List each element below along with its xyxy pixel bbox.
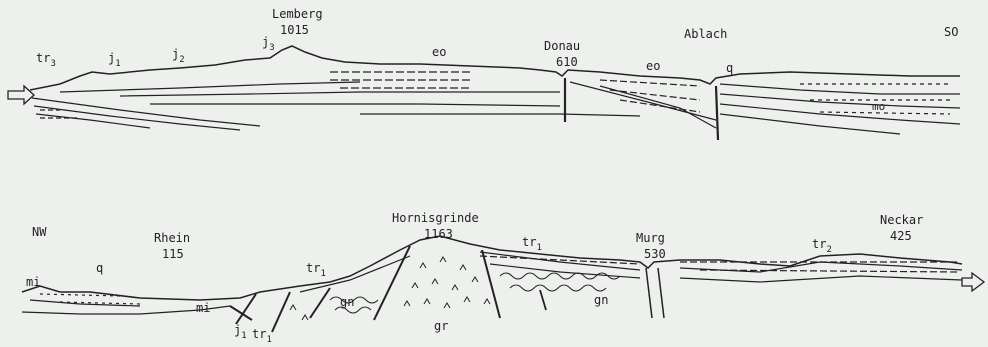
label-donau-elevation: 610 <box>556 55 578 69</box>
upper-labels: tr3 j1 j2 j3 Lemberg 1015 eo Donau 610 e… <box>36 7 958 113</box>
label-j3-upper: j3 <box>262 35 275 53</box>
label-murg-elevation: 530 <box>644 247 666 261</box>
label-tr1-b: tr1 <box>252 327 272 345</box>
label-tr3: tr3 <box>36 51 56 69</box>
upper-surface-line <box>30 46 960 90</box>
label-murg: Murg <box>636 231 665 245</box>
murg-valley-fault-left <box>646 268 652 318</box>
label-tr2: tr2 <box>812 237 832 255</box>
label-eo-left: eo <box>432 45 446 59</box>
label-j1-lower: j1 <box>234 323 247 341</box>
murg-valley-fault-right <box>658 268 664 318</box>
ablach-fault <box>716 86 718 140</box>
label-neckar-elevation: 425 <box>890 229 912 243</box>
label-mi-left: mi <box>26 275 40 289</box>
label-gn-right: gn <box>594 293 608 307</box>
label-eo-right: eo <box>646 59 660 73</box>
label-rhein: Rhein <box>154 231 190 245</box>
arrow-left-icon <box>8 86 34 104</box>
label-mi-lower: mi <box>196 301 210 315</box>
label-neckar: Neckar <box>880 213 923 227</box>
label-ablach: Ablach <box>684 27 727 41</box>
label-donau: Donau <box>544 39 580 53</box>
label-nw: NW <box>32 225 47 239</box>
murg-fault <box>540 290 546 310</box>
graben-fault-4 <box>310 288 330 318</box>
label-q-lower: q <box>96 261 103 275</box>
label-lemberg: Lemberg <box>272 7 323 21</box>
label-hornisgrinde: Hornisgrinde <box>392 211 479 225</box>
label-j1-upper: j1 <box>108 51 121 69</box>
label-tr1-a: tr1 <box>306 261 326 279</box>
graben-fault-3 <box>272 292 290 332</box>
upper-profile <box>8 46 960 140</box>
label-q-upper: q <box>726 61 733 75</box>
hornisgrinde-fault-left <box>374 246 410 320</box>
label-gr: gr <box>434 319 448 333</box>
label-gn-left: gn <box>340 295 354 309</box>
label-j2-upper: j2 <box>172 47 185 65</box>
label-so: SO <box>944 25 958 39</box>
label-tr1-c: tr1 <box>522 235 542 253</box>
label-lemberg-elevation: 1015 <box>280 23 309 37</box>
hornisgrinde-fault-right <box>482 250 500 318</box>
label-mo: mo <box>872 100 885 113</box>
label-hornisgrinde-elevation: 1163 <box>424 227 453 241</box>
label-rhein-elevation: 115 <box>162 247 184 261</box>
arrow-right-icon <box>962 273 984 291</box>
